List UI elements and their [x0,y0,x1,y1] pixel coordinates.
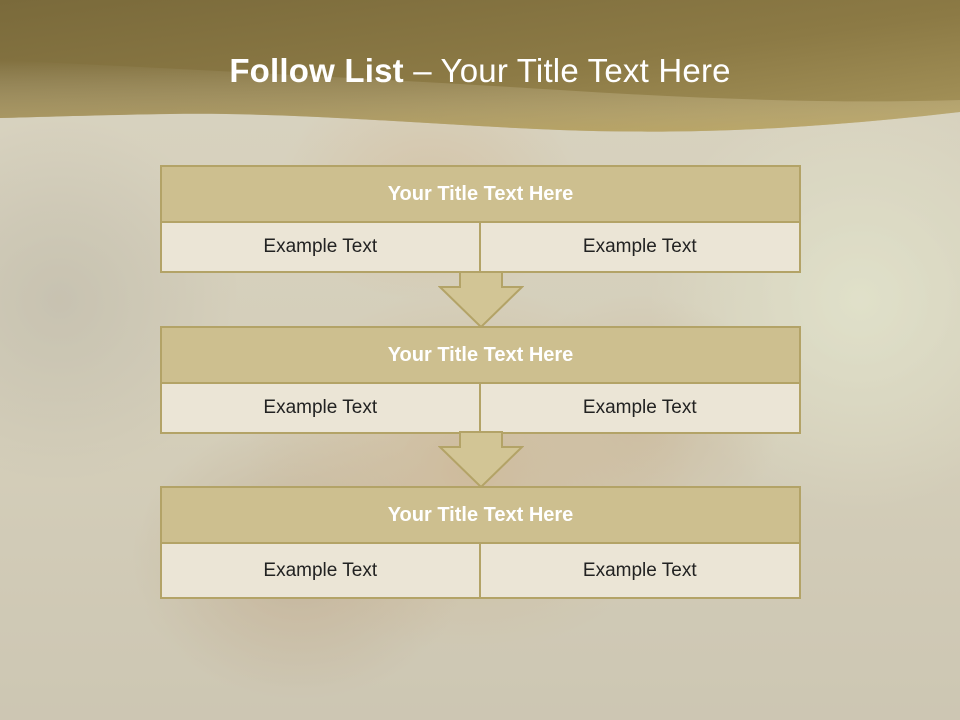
follow-list-block-3: Your Title Text Here Example Text Exampl… [160,486,801,599]
slide-title-rest: – Your Title Text Here [413,52,731,89]
block-row: Example Text Example Text [160,544,801,599]
block-row: Example Text Example Text [160,223,801,273]
header-band [0,0,960,132]
block-cell-right: Example Text [480,384,801,434]
block-title: Your Title Text Here [160,486,801,544]
block-row: Example Text Example Text [160,384,801,434]
block-cell-left: Example Text [160,384,481,434]
block-cell-left: Example Text [160,544,481,599]
block-cell-left: Example Text [160,223,481,273]
block-title: Your Title Text Here [160,326,801,384]
slide-title: Follow List – Your Title Text Here [0,52,960,90]
slide-title-bold: Follow List [229,52,404,89]
follow-list-block-2: Your Title Text Here Example Text Exampl… [160,326,801,434]
block-cell-right: Example Text [480,223,801,273]
block-cell-right: Example Text [480,544,801,599]
down-arrow-icon [438,271,524,329]
block-title: Your Title Text Here [160,165,801,223]
follow-list-block-1: Your Title Text Here Example Text Exampl… [160,165,801,273]
down-arrow-icon [438,431,524,489]
